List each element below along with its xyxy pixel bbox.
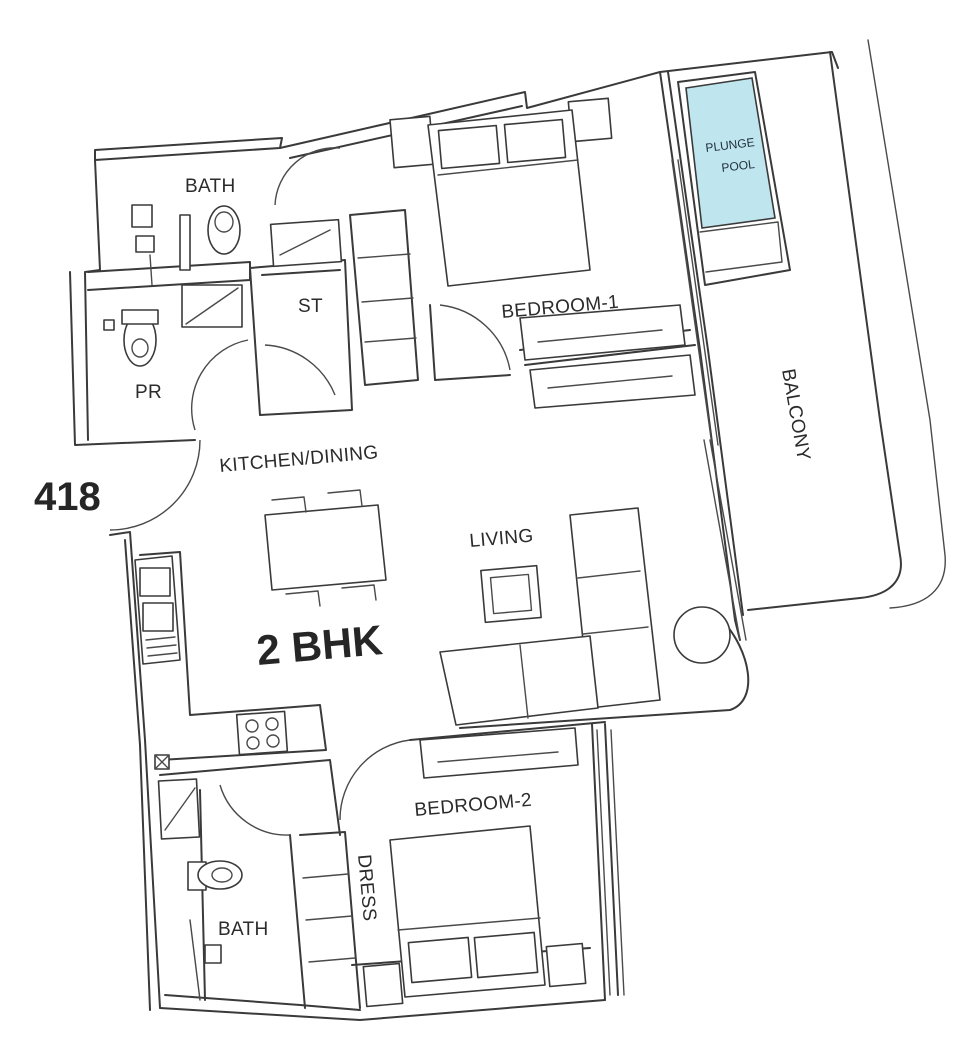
bath-bottom-fixtures bbox=[157, 778, 243, 1001]
bath-top-fixtures bbox=[131, 204, 343, 328]
door-swings bbox=[109, 147, 511, 836]
label-bedroom-2: BEDROOM-2 bbox=[414, 790, 533, 821]
bedroom-1-bed bbox=[389, 97, 613, 287]
living-sofa bbox=[439, 507, 661, 726]
label-balcony: BALCONY bbox=[777, 367, 814, 462]
label-pr: PR bbox=[135, 382, 162, 403]
label-kitchen-dining: KITCHEN/DINING bbox=[219, 442, 380, 477]
label-living: LIVING bbox=[469, 525, 535, 552]
dress-wardrobe bbox=[302, 873, 356, 963]
label-bath-bottom: BATH bbox=[218, 919, 268, 940]
bedroom-1-tv-unit bbox=[519, 304, 696, 409]
windows bbox=[596, 159, 747, 996]
label-bath-top: BATH bbox=[185, 176, 235, 197]
bedroom-2-tv-unit bbox=[419, 727, 579, 779]
unit-number: 418 bbox=[34, 475, 101, 519]
pool-label-line1: PLUNGE bbox=[705, 135, 756, 155]
label-st: ST bbox=[298, 296, 323, 317]
unit-type: 2 BHK bbox=[255, 616, 385, 674]
bedroom-2-bed bbox=[362, 825, 587, 1008]
pool-water bbox=[685, 77, 776, 229]
pool-label-line2: POOL bbox=[721, 157, 756, 175]
kitchen-fixtures bbox=[134, 555, 289, 770]
pr-fixtures bbox=[103, 309, 159, 367]
plunge-pool: PLUNGE POOL bbox=[677, 71, 791, 286]
label-dress: DRESS bbox=[353, 854, 380, 923]
outer-walls bbox=[69, 39, 946, 1021]
balcony-planter bbox=[673, 606, 731, 664]
dining-table bbox=[264, 489, 387, 607]
